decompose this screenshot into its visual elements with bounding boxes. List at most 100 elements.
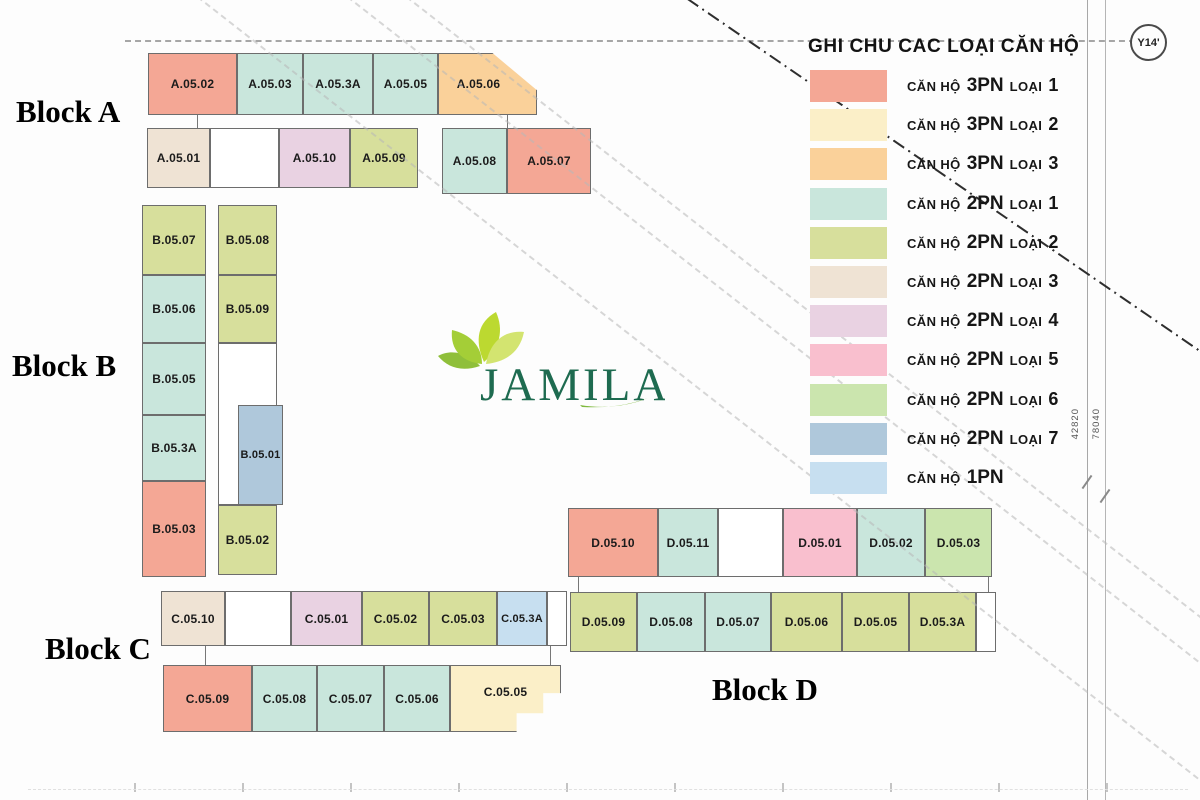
legend-text: 2PN [966,427,1004,449]
unit-c0502[interactable]: C.05.02 [362,591,429,646]
logo-swoosh [580,398,648,408]
unit-c0503[interactable]: C.05.03 [429,591,497,646]
legend-swatch [810,461,887,494]
connector-line [205,646,206,665]
legend-text: CĂN HỘ [907,392,961,408]
legend-text: CĂN HỘ [907,235,961,251]
unit-blank [210,128,279,188]
legend-text: CĂN HỘ [907,470,961,486]
unit-a0507[interactable]: A.05.07 [507,128,591,194]
legend-swatch [810,383,887,416]
legend-item-2pn-5: CĂN HỘ 2PN LOẠI 5 [810,344,1059,377]
legend-swatch [810,187,887,220]
unit-a0505[interactable]: A.05.05 [373,53,438,115]
unit-c0501[interactable]: C.05.01 [291,591,362,646]
legend-text: 4 [1048,310,1059,331]
unit-d0502[interactable]: D.05.02 [857,508,925,577]
legend-text: LOẠI [1009,274,1043,290]
legend-text: 3 [1048,153,1059,174]
unit-c0507[interactable]: C.05.07 [317,665,384,732]
unit-a0510[interactable]: A.05.10 [279,128,350,188]
legend-text: CĂN HỘ [907,353,961,369]
connector-line [550,646,551,665]
unit-d0508[interactable]: D.05.08 [637,592,705,652]
unit-d0510[interactable]: D.05.10 [568,508,658,577]
jamila-logo-graphic: JAMILA [438,312,667,411]
legend-text: 1PN [966,466,1004,488]
unit-d0503[interactable]: D.05.03 [925,508,992,577]
legend-text: 1 [1048,192,1059,213]
legend-text: 2PN [966,388,1004,410]
unit-d053a[interactable]: D.05.3A [909,592,976,652]
unit-b0507[interactable]: B.05.07 [142,205,206,275]
unit-b0508[interactable]: B.05.08 [218,205,277,275]
legend-text: LOẠI [1009,353,1043,369]
legend-text: CĂN HỘ [907,196,961,212]
unit-blank [225,591,291,646]
legend-text: 2PN [966,349,1004,371]
block-a-label: Block A [16,94,121,129]
legend-text: LOẠI [1009,431,1043,447]
legend-item-1pn: CĂN HỘ 1PN [810,461,1058,494]
unit-b0506[interactable]: B.05.06 [142,275,206,343]
dimension-text-42820: 42820 [1070,408,1081,440]
legend-text: 2 [1048,231,1059,252]
unit-b0509[interactable]: B.05.09 [218,275,277,343]
unit-a0509[interactable]: A.05.09 [350,128,418,188]
unit-a0501[interactable]: A.05.01 [147,128,210,188]
legend-swatch [810,226,887,259]
legend-text: CĂN HỘ [907,79,961,94]
legend-item-2pn-2: CĂN HỘ 2PN LOẠI 2 [810,226,1059,259]
block-c-label: Block C [45,631,151,666]
legend-text: CĂN HỘ [907,274,961,290]
unit-a053a[interactable]: A.05.3A [303,53,373,115]
unit-blank [547,591,567,646]
unit-c053a[interactable]: C.05.3A [497,591,547,646]
unit-d0511[interactable]: D.05.11 [658,508,718,577]
legend-text: 2PN [966,310,1004,332]
legend-text: 6 [1048,388,1059,409]
unit-d0501[interactable]: D.05.01 [783,508,857,577]
legend-text: 2PN [966,231,1004,253]
unit-c0505[interactable]: C.05.05 [450,665,561,732]
unit-a0502[interactable]: A.05.02 [148,53,237,115]
legend-text: 3 [1048,270,1059,291]
unit-d0509[interactable]: D.05.09 [570,592,637,652]
connector-line [578,577,579,592]
unit-d0505[interactable]: D.05.05 [842,592,909,652]
unit-a0503[interactable]: A.05.03 [237,53,303,115]
bottom-dashed-line [28,789,1188,790]
grid-marker-label: Y14' [1137,36,1160,49]
unit-a0508[interactable]: A.05.08 [442,128,507,194]
unit-c0506[interactable]: C.05.06 [384,665,450,732]
legend-swatch [810,344,887,377]
unit-b0503[interactable]: B.05.03 [142,481,206,577]
unit-d0506[interactable]: D.05.06 [771,592,842,652]
legend-text: LOẠI [1009,235,1043,251]
unit-c0510[interactable]: C.05.10 [161,591,225,646]
unit-b0501[interactable]: B.05.01 [238,405,283,505]
unit-b0502[interactable]: B.05.02 [218,505,277,575]
legend-text: 5 [1048,349,1059,370]
legend-text: 3PN [966,153,1004,175]
legend-swatch [810,305,887,338]
unit-a0506[interactable]: A.05.06 [438,53,537,115]
grid-dashed-line-top [125,40,1135,42]
legend-text: LOẠI [1009,314,1043,330]
unit-c0509[interactable]: C.05.09 [163,665,252,732]
unit-b0505[interactable]: B.05.05 [142,343,206,415]
bottom-scale-ticks [28,783,1108,792]
unit-b053a[interactable]: B.05.3A [142,415,206,481]
legend-swatch [810,265,887,298]
unit-d0507[interactable]: D.05.07 [705,592,771,652]
legend-swatch [810,422,887,455]
unit-c0508[interactable]: C.05.08 [252,665,317,732]
